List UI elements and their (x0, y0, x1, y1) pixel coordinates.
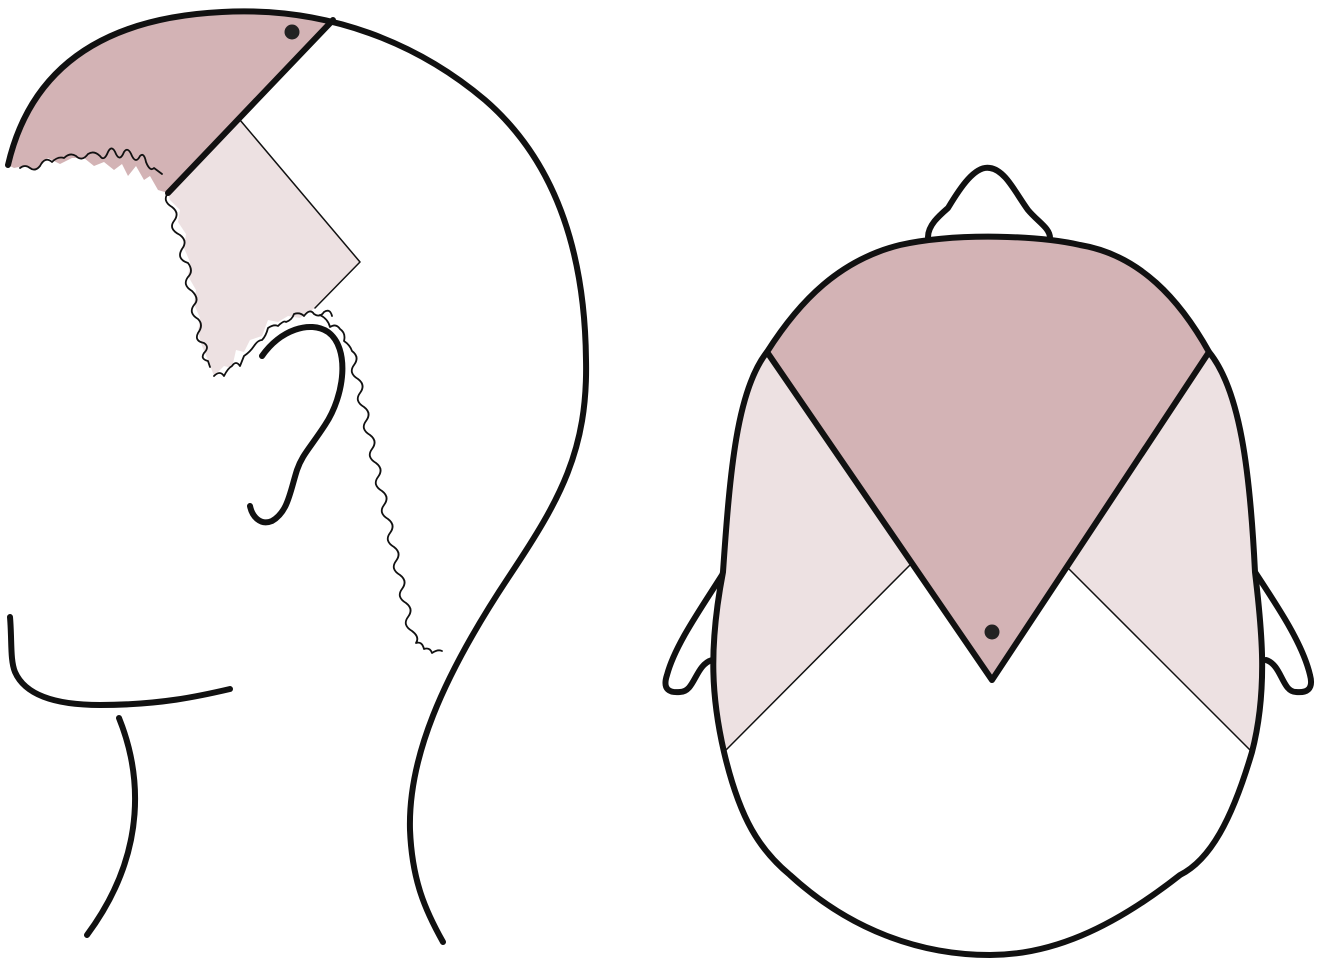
superior-marker-dot (985, 625, 1000, 640)
superior-head-view (665, 168, 1311, 955)
lateral-dark-zone (8, 11, 333, 193)
ear-outline (250, 327, 342, 522)
jaw-outline (10, 617, 230, 705)
nose-outline (928, 168, 1050, 238)
lateral-head-view (8, 11, 586, 942)
lateral-hairline-back (320, 315, 442, 653)
lateral-marker-dot (285, 25, 300, 40)
neck-outline (87, 718, 135, 935)
